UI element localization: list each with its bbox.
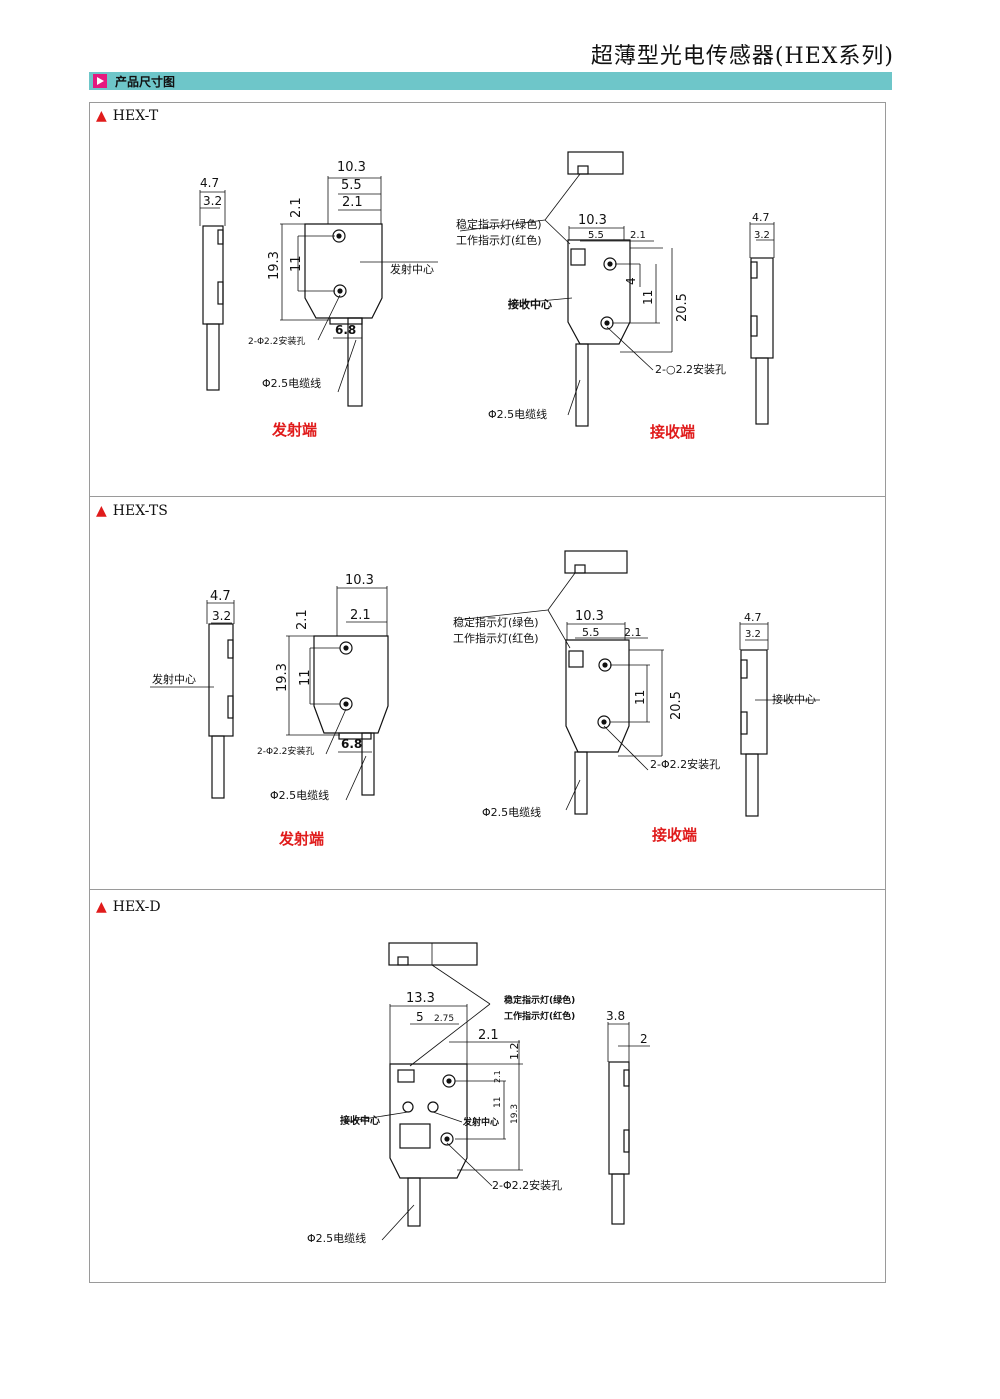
note-recv-center: 接收中心 xyxy=(340,1114,380,1127)
dim-20-5: 20.5 xyxy=(669,691,684,720)
note-cable: Φ2.5电缆线 xyxy=(262,376,321,390)
note-hole2: 2-Φ2.2安装孔 xyxy=(650,757,720,771)
drawing-frame xyxy=(89,102,886,1283)
dim-10-3: 10.3 xyxy=(578,213,607,228)
dim-19-3: 19.3 xyxy=(510,1104,520,1124)
note-emit-center: 发射中心 xyxy=(462,1116,499,1128)
dim-5: 5 xyxy=(416,1010,424,1024)
note-hole: 2-Φ2.2安装孔 xyxy=(248,335,305,347)
dim-4-7: 4.7 xyxy=(200,176,219,190)
dim-2-1: 2.1 xyxy=(350,608,371,623)
dim-13-3: 13.3 xyxy=(406,991,435,1006)
note-recv-center: 接收中心 xyxy=(772,692,816,706)
dim-2-1-v: 2.1 xyxy=(289,197,304,218)
note-cable: Φ2.5电缆线 xyxy=(270,788,329,802)
dim-2-1: 2.1 xyxy=(478,1028,499,1043)
receiver-label: 接收端 xyxy=(652,826,697,844)
hex-ts-emitter-front-view: 10.3 2.1 2.1 19.3 11 6.8 2-Φ2.2安装孔 Φ2.5电… xyxy=(257,573,389,848)
dim-2-1: 2.1 xyxy=(624,626,642,639)
panel-title-hex-t: ▲HEX-T xyxy=(96,108,159,124)
hex-ts-emitter-side-view: 4.7 3.2 发射中心 xyxy=(150,589,235,799)
dim-2-1: 2.1 xyxy=(342,195,363,210)
note-work: 工作指示灯(红色) xyxy=(456,233,542,247)
dim-5-5: 5.5 xyxy=(582,626,600,639)
dim-6-8: 6.8 xyxy=(335,323,356,337)
panel-divider xyxy=(89,496,886,497)
note-stable: 稳定指示灯(绿色) xyxy=(456,217,542,231)
dim-20-5: 20.5 xyxy=(675,293,690,322)
dim-5-5: 5.5 xyxy=(341,178,362,193)
note-work: 工作指示灯(红色) xyxy=(504,1010,575,1022)
panel-title-hex-d: ▲HEX-D xyxy=(96,899,161,915)
note-cable: Φ2.5电缆线 xyxy=(307,1231,366,1245)
note-cable: Φ2.5电缆线 xyxy=(482,805,541,819)
dim-3-2: 3.2 xyxy=(212,609,231,623)
note-stable: 稳定指示灯(绿色) xyxy=(453,615,539,629)
section-label: 产品尺寸图 xyxy=(115,75,176,89)
dim-11: 11 xyxy=(633,690,647,705)
triangle-icon: ▲ xyxy=(96,899,107,915)
note-stable: 稳定指示灯(绿色) xyxy=(504,994,575,1006)
dim-10-3: 10.3 xyxy=(345,573,374,588)
hex-t-receiver-view: 10.3 5.5 2.1 4 11 20.5 稳定指示灯(绿色) 工作指示灯(红… xyxy=(456,151,726,441)
triangle-icon: ▲ xyxy=(96,503,107,519)
note-recv-center: 接收中心 xyxy=(508,297,552,311)
dim-3-2: 3.2 xyxy=(203,194,222,208)
play-arrow-icon xyxy=(93,74,107,88)
dim-11: 11 xyxy=(298,669,313,686)
hex-t-emitter-side-view: 4.7 3.2 xyxy=(199,176,226,391)
emitter-label: 发射端 xyxy=(278,830,324,848)
hex-d-front-view: 13.3 5 2.75 2.1 1.2 2.1 11 19.3 稳定指示灯(绿色… xyxy=(307,942,575,1245)
receiver-label: 接收端 xyxy=(650,423,695,441)
dim-2-1-small: 2.1 xyxy=(493,1070,502,1083)
dim-4-7: 4.7 xyxy=(752,211,770,224)
dim-6-8: 6.8 xyxy=(341,737,362,751)
dim-3-2: 3.2 xyxy=(754,230,770,241)
dim-4: 4 xyxy=(624,277,638,285)
dim-2-1-v: 2.1 xyxy=(295,609,310,630)
section-header: 产品尺寸图 xyxy=(89,72,892,90)
dim-4-7: 4.7 xyxy=(744,611,762,624)
hex-t-emitter-front-view: 10.3 5.5 2.1 2.1 19.3 11 6.8 发射中心 2-Φ2.2… xyxy=(248,160,438,439)
hex-ts-receiver-view: 10.3 5.5 2.1 11 20.5 稳定指示灯(绿色) 工作指示灯(红色)… xyxy=(453,550,720,844)
panel-divider xyxy=(89,889,886,890)
triangle-icon: ▲ xyxy=(96,108,107,124)
hex-t-receiver-side-view: 4.7 3.2 xyxy=(749,211,775,425)
dim-1-2: 1.2 xyxy=(508,1043,521,1061)
hex-d-side-view: 3.8 2 xyxy=(606,1009,650,1225)
note-emit-center: 发射中心 xyxy=(152,672,196,686)
dim-11: 11 xyxy=(289,255,304,272)
note-hole: 2-Φ2.2安装孔 xyxy=(492,1178,562,1192)
note-hole2: 2-○2.2安装孔 xyxy=(655,362,726,376)
dim-2-75: 2.75 xyxy=(434,1014,454,1024)
dim-19-3: 19.3 xyxy=(267,251,282,280)
panel-title-hex-ts: ▲HEX-TS xyxy=(96,503,168,519)
dim-11: 11 xyxy=(493,1097,503,1108)
note-cable: Φ2.5电缆线 xyxy=(488,407,547,421)
dim-11: 11 xyxy=(641,290,655,305)
dim-2-1: 2.1 xyxy=(630,230,646,241)
dim-4-7: 4.7 xyxy=(210,589,231,604)
dim-3-2: 3.2 xyxy=(745,629,761,640)
dim-3-8: 3.8 xyxy=(606,1009,625,1023)
note-work: 工作指示灯(红色) xyxy=(453,631,539,645)
emitter-label: 发射端 xyxy=(271,421,317,439)
dim-10-3: 10.3 xyxy=(575,609,604,624)
hex-ts-receiver-side-view: 4.7 3.2 接收中心 xyxy=(739,611,820,817)
dim-10-3: 10.3 xyxy=(337,160,366,175)
dim-2: 2 xyxy=(640,1032,648,1046)
note-hole: 2-Φ2.2安装孔 xyxy=(257,745,314,757)
page-title: 超薄型光电传感器(HEX系列) xyxy=(590,44,894,69)
note-emit-center: 发射中心 xyxy=(390,262,434,276)
dim-5-5: 5.5 xyxy=(588,230,604,241)
dim-19-3: 19.3 xyxy=(275,663,290,692)
